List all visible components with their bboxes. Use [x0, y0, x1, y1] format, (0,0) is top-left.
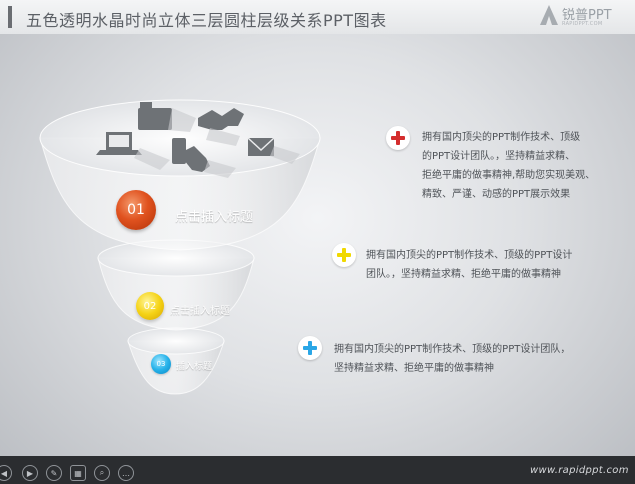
blue-plus-icon	[298, 336, 322, 360]
note-3-line: 坚持精益求精、拒绝平庸的做事精神	[334, 363, 494, 374]
footer-url[interactable]: www.rapidppt.com	[530, 465, 629, 476]
note-2-line: 拥有国内顶尖的PPT制作技术、顶级的PPT设计	[366, 250, 573, 261]
title-accent-mark	[8, 6, 12, 28]
note-2-text: 拥有国内顶尖的PPT制作技术、顶级的PPT设计 团队。，坚持精益求精、拒绝平庸的…	[366, 246, 572, 284]
envelope-icon	[247, 137, 300, 164]
note-2-line: 团队。，坚持精益求精、拒绝平庸的做事精神	[366, 269, 561, 280]
note-3-text: 拥有国内顶尖的PPT制作技术、顶级的PPT设计团队， 坚持精益求精、拒绝平庸的做…	[334, 340, 570, 378]
brand-logo: 锐普PPT RAPIDPPT.COM	[540, 4, 630, 30]
prev-icon[interactable]: ◀	[0, 465, 12, 481]
folder-icon	[138, 102, 196, 132]
tier-1-title[interactable]: 点击插入标题	[175, 210, 254, 225]
note-3-line: 拥有国内顶尖的PPT制作技术、顶级的PPT设计团队，	[334, 344, 571, 355]
note-1-line: 拒绝平庸的做事精神,帮助您实现美观、	[422, 170, 596, 181]
yellow-plus-icon	[332, 243, 356, 267]
tier-2-title[interactable]: 点击插入标题	[170, 306, 230, 317]
brand-name: 锐普PPT	[562, 8, 612, 23]
funnel-tier-3	[127, 327, 225, 395]
page-title: 五色透明水晶时尚立体三层圆柱层级关系PPT图表	[26, 11, 387, 30]
tier-2-number-badge: 02	[136, 292, 164, 320]
pen-icon[interactable]: ✎	[46, 465, 62, 481]
note-1-line: 拥有国内顶尖的PPT制作技术、顶级	[422, 132, 581, 143]
note-1-line: 的PPT设计团队。，坚持精益求精、	[422, 151, 576, 162]
tier-1-number-badge: 01	[116, 190, 156, 230]
zoom-icon[interactable]: ⌕	[94, 465, 110, 481]
handshake-icon	[198, 108, 244, 146]
more-icon[interactable]: …	[118, 465, 134, 481]
red-plus-icon	[386, 126, 410, 150]
laptop-icon	[96, 132, 170, 170]
brand-mark-icon	[540, 5, 558, 25]
tier-3-title[interactable]: 插入标题	[176, 362, 213, 372]
note-1-text: 拥有国内顶尖的PPT制作技术、顶级 的PPT设计团队。，坚持精益求精、 拒绝平庸…	[422, 128, 595, 204]
note-1-line: 精致、严谨、动感的PPT展示效果	[422, 189, 571, 200]
next-icon[interactable]: ▶	[22, 465, 38, 481]
title-bar: 五色透明水晶时尚立体三层圆柱层级关系PPT图表 锐普PPT RAPIDPPT.C…	[0, 0, 635, 34]
tier-3-number-badge: 03	[151, 354, 171, 374]
slides-icon[interactable]: ▦	[70, 465, 86, 481]
hand-pointer-icon	[172, 138, 236, 178]
brand-sub: RAPIDPPT.COM	[562, 21, 603, 27]
funnel-tier-1	[39, 99, 321, 251]
